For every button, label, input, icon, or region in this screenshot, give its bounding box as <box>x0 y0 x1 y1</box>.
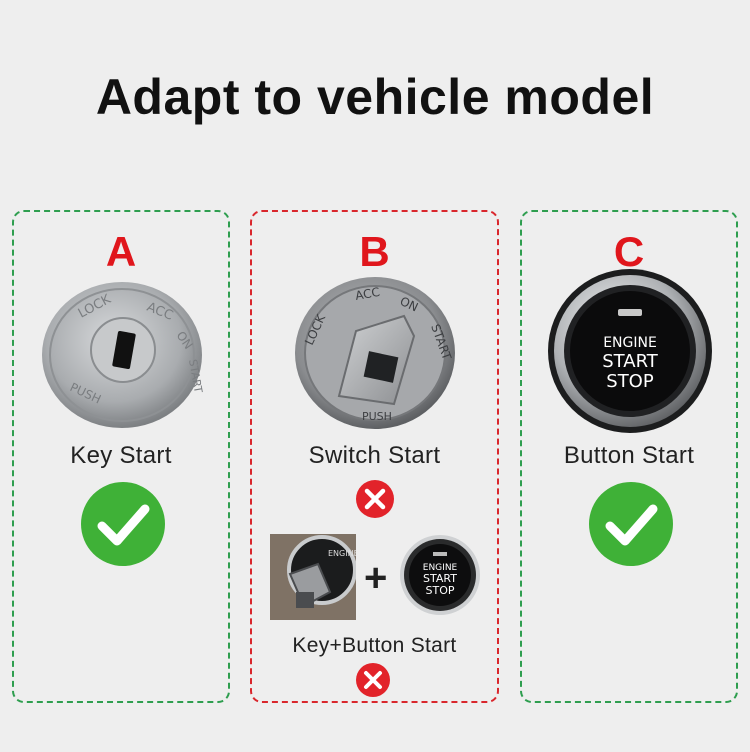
svg-text:STOP: STOP <box>426 584 455 597</box>
svg-text:STOP: STOP <box>606 371 654 392</box>
check-circle-icon <box>588 481 674 567</box>
switch-ignition-icon: LOCK ACC ON START PUSH <box>294 276 456 430</box>
panel-letter-a: A <box>105 228 137 275</box>
label-key-button-start: Key+Button Start <box>292 634 457 657</box>
panel-button-start: C ENGINE START STOP Button Start <box>520 210 738 703</box>
cross-circle-icon <box>355 662 391 698</box>
svg-text:ACC: ACC <box>354 285 381 303</box>
svg-text:ENGINE: ENGINE <box>603 335 657 351</box>
svg-text:START: START <box>423 572 457 585</box>
cross-circle-icon <box>355 479 395 519</box>
svg-text:PUSH: PUSH <box>362 410 392 423</box>
key-ignition-icon: LOCK ACC ON START PUSH <box>41 280 203 430</box>
panel-letter-b: B <box>359 228 390 275</box>
plus-operator: + <box>364 556 388 600</box>
label-key-start: Key Start <box>70 442 172 469</box>
check-circle-icon <box>80 481 166 567</box>
small-start-stop-button-icon: ENGINE START STOP <box>399 534 481 616</box>
svg-text:ENGINE: ENGINE <box>423 563 458 573</box>
label-switch-start: Switch Start <box>308 442 441 469</box>
start-stop-button-icon: ENGINE START STOP <box>546 267 714 435</box>
svg-text:START: START <box>602 351 659 372</box>
svg-text:ENGINE: ENGINE <box>328 549 356 558</box>
page-title: Adapt to vehicle model <box>95 69 655 125</box>
label-button-start: Button Start <box>563 442 695 469</box>
panel-letter-c: C <box>613 228 645 275</box>
panel-key-start: A LOCK ACC ON START PUSH Key Start <box>12 210 230 703</box>
key-button-combo-photo: ENGINE <box>270 534 356 620</box>
panel-switch-start: B LOCK ACC ON START PUSH <box>250 210 499 703</box>
